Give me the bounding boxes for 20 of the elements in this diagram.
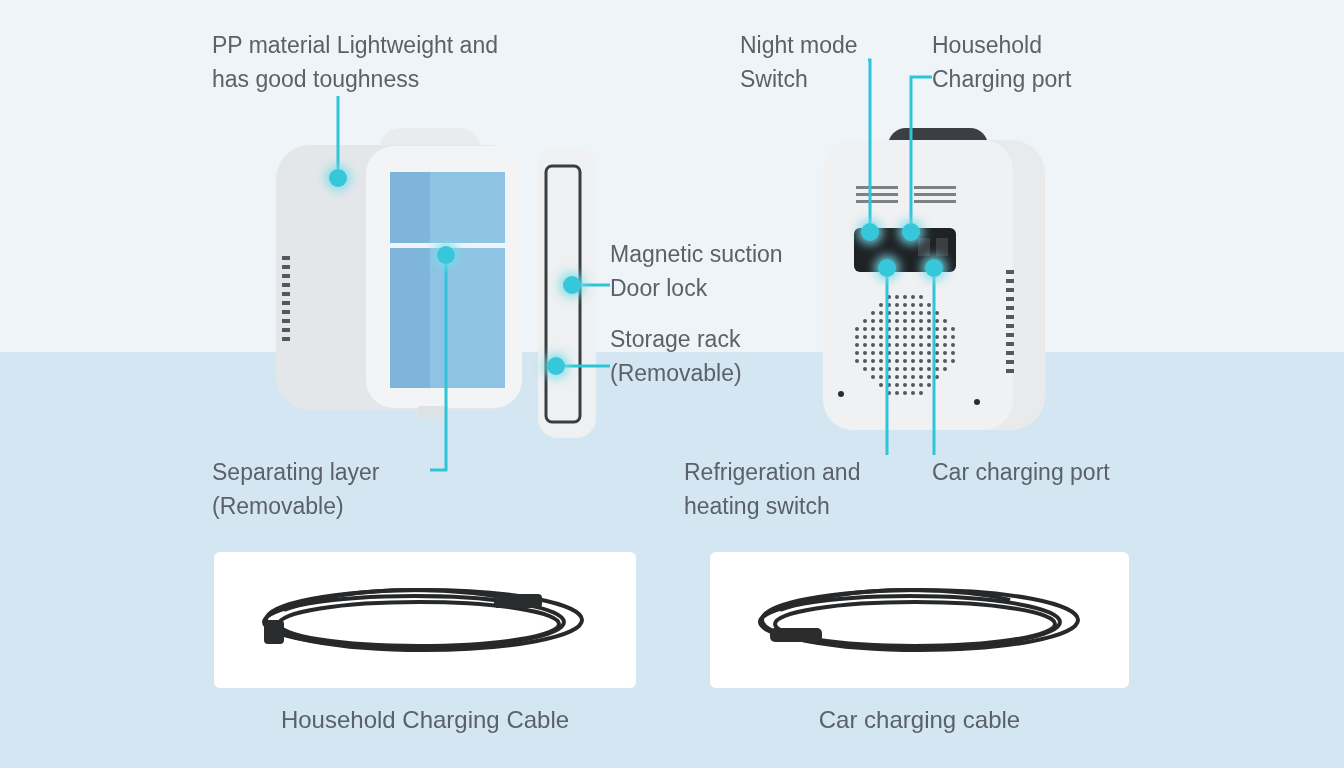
photo-card bbox=[710, 552, 1129, 688]
callout-label: Magnetic suction Door lock bbox=[610, 240, 784, 303]
leader-line bbox=[932, 277, 936, 455]
cable-caption: Car charging cable bbox=[817, 705, 1022, 735]
callout-label: Storage rack (Removable) bbox=[610, 325, 743, 388]
callout-label: Refrigeration and heating switch bbox=[684, 458, 862, 521]
leader-line bbox=[885, 277, 889, 455]
photo-card bbox=[214, 552, 636, 688]
leader-line bbox=[565, 364, 610, 368]
callout-label: Car charging port bbox=[932, 458, 1111, 487]
cable-caption: Household Charging Cable bbox=[279, 705, 571, 735]
leader-line bbox=[867, 58, 872, 223]
leader-line bbox=[909, 75, 932, 223]
leader-line bbox=[430, 264, 448, 472]
leader-line bbox=[581, 283, 610, 287]
callout-label: Night mode Switch bbox=[740, 31, 859, 94]
leader-line bbox=[336, 96, 340, 169]
callout-label: PP material Lightweight and has good toughness bbox=[212, 31, 499, 94]
callout-label: Separating layer (Removable) bbox=[212, 458, 381, 521]
callout-label: Household Charging port bbox=[932, 31, 1073, 94]
